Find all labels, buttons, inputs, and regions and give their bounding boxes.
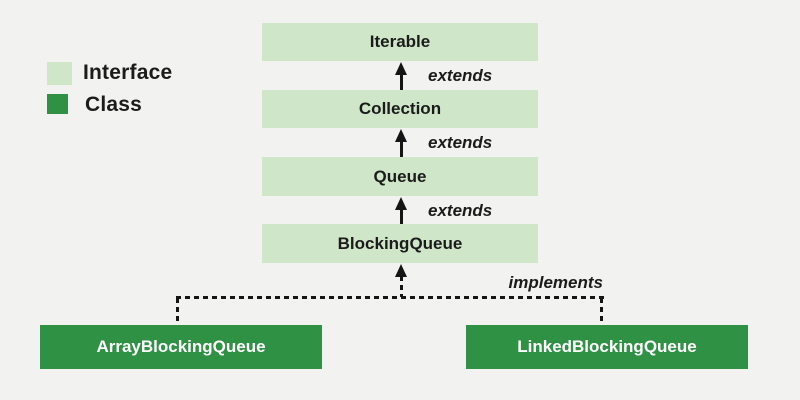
extends-label-3: extends [428, 201, 493, 220]
legend-label-class: Class [85, 93, 143, 116]
extends-label-2: extends [428, 133, 493, 152]
extends-arrow-blockingqueue-to-queue [400, 208, 403, 224]
interface-color-swatch [47, 62, 72, 85]
extends-arrowhead-blockingqueue-to-queue [395, 197, 407, 210]
implements-arrowhead [395, 264, 407, 277]
extends-arrowhead-queue-to-collection [395, 129, 407, 142]
node-arrayblockingqueue: ArrayBlockingQueue [40, 325, 322, 369]
node-collection: Collection [262, 90, 538, 128]
extends-arrow-collection-to-iterable [400, 73, 403, 90]
legend-label-interface: Interface [83, 61, 173, 84]
implements-label: implements [508, 273, 603, 292]
implements-dashed-line-horizontal [176, 296, 604, 299]
node-queue: Queue [262, 157, 538, 196]
implements-dashed-line-left [176, 298, 179, 325]
extends-arrowhead-collection-to-iterable [395, 62, 407, 75]
node-iterable: Iterable [262, 23, 538, 61]
class-color-swatch [47, 94, 68, 114]
node-blockingqueue: BlockingQueue [262, 224, 538, 263]
extends-arrow-queue-to-collection [400, 140, 403, 157]
extends-label-1: extends [428, 66, 493, 85]
implements-dashed-line-right [600, 298, 603, 325]
node-linkedblockingqueue: LinkedBlockingQueue [466, 325, 748, 369]
implements-dashed-line-center [400, 276, 403, 297]
